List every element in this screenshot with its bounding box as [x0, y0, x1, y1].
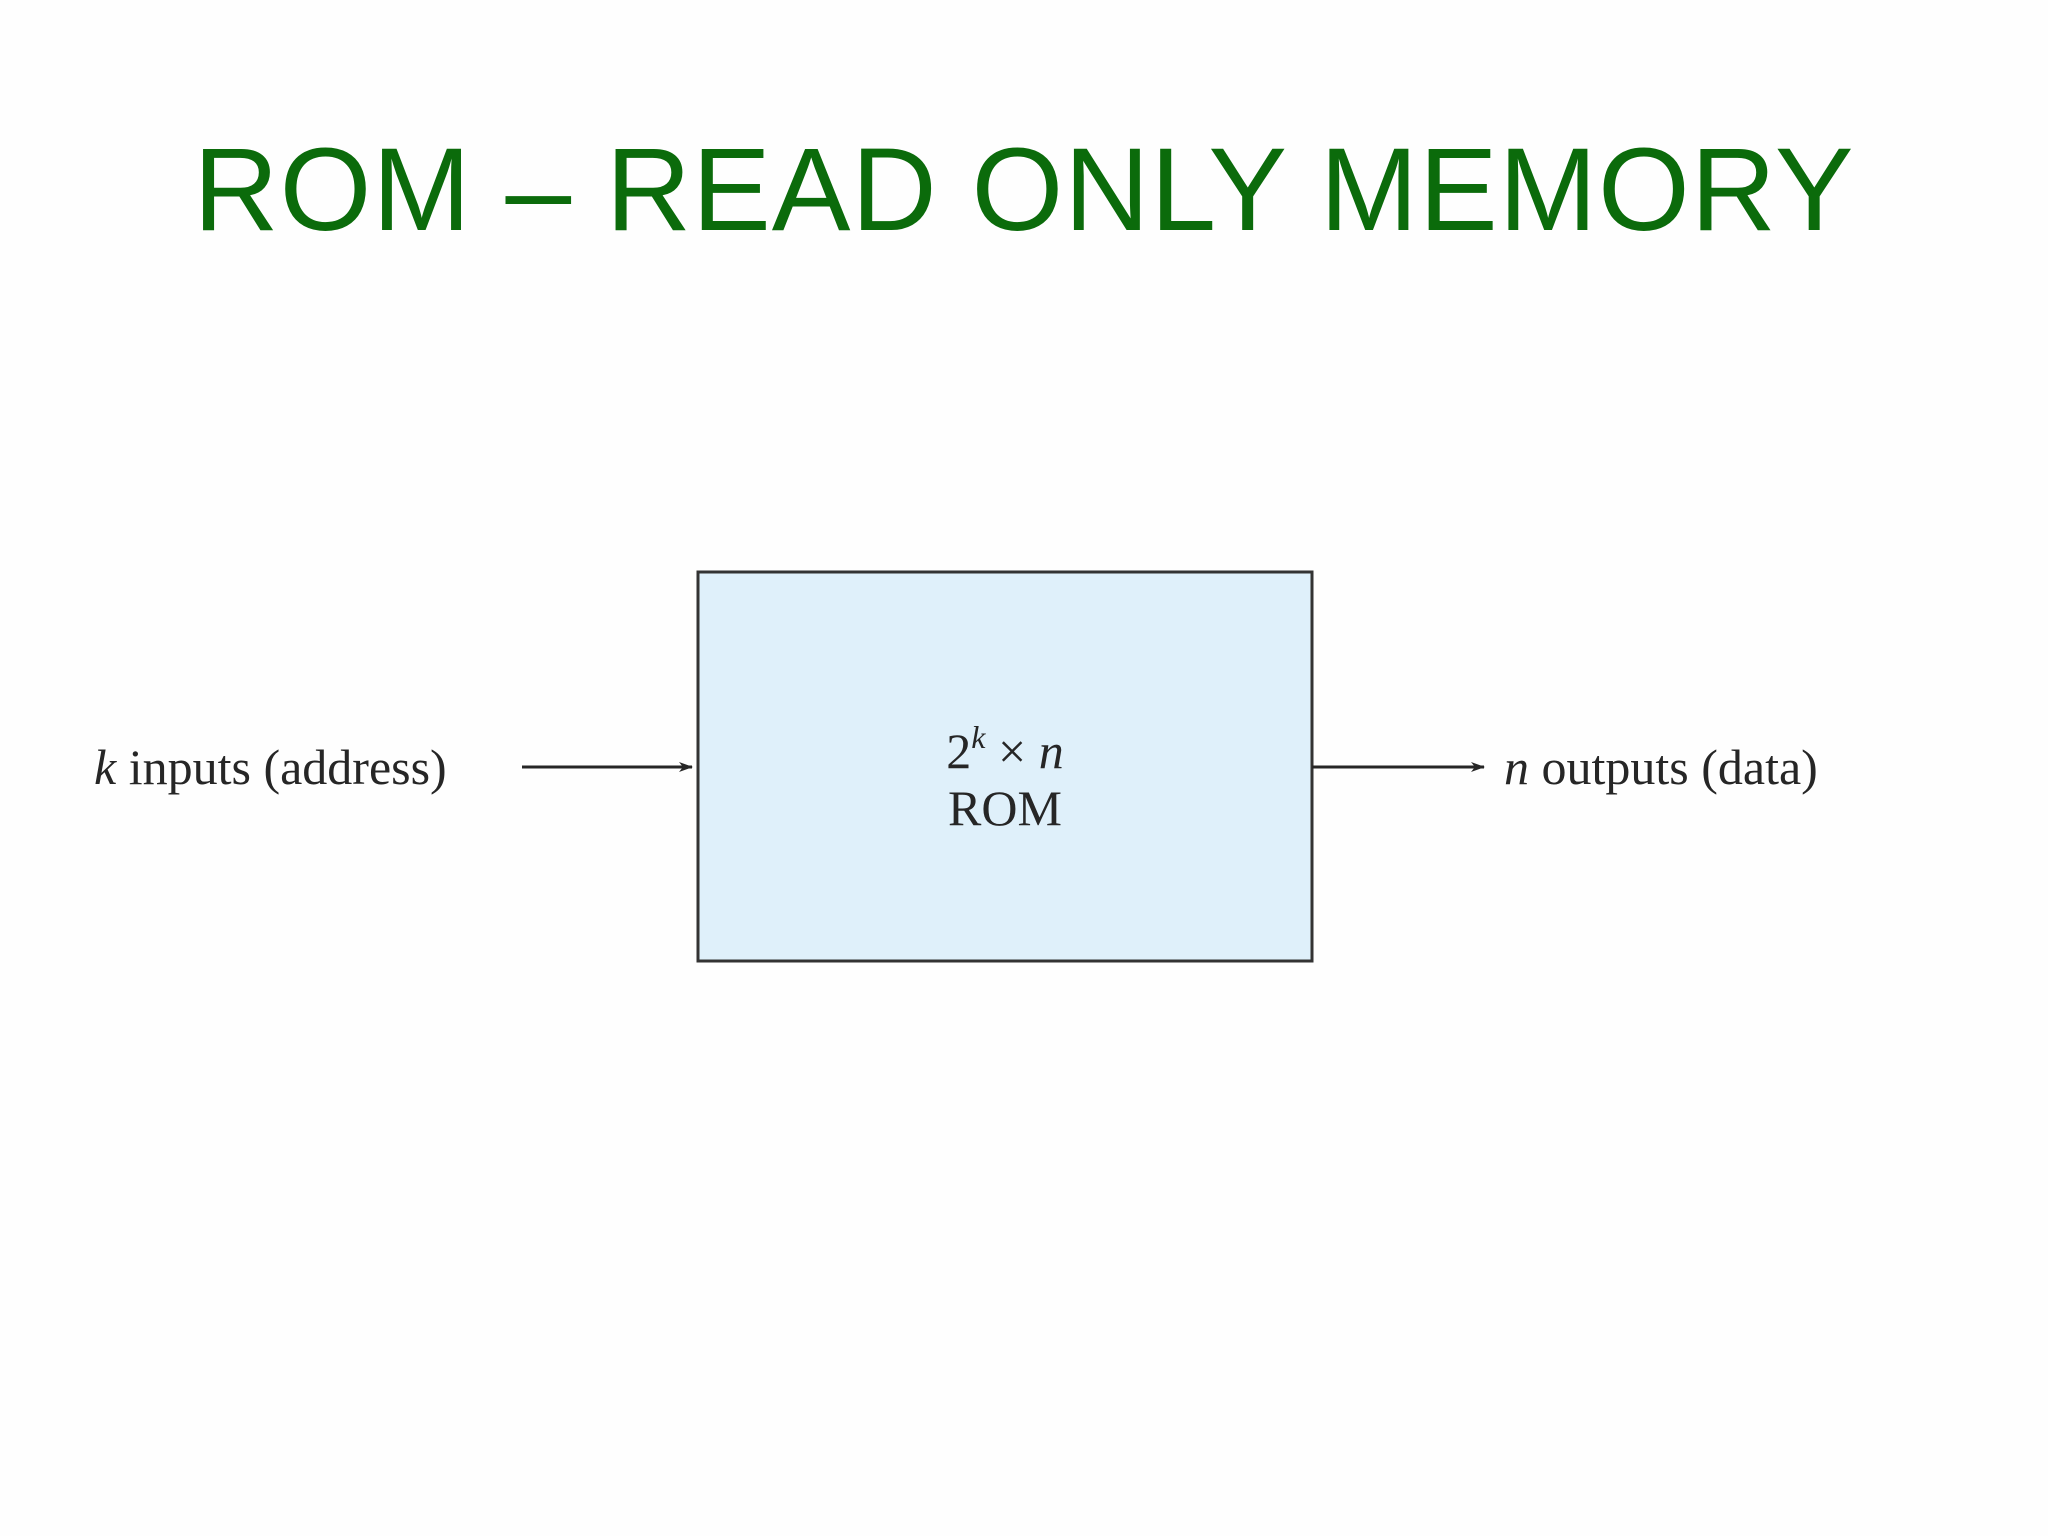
- input-label-text: inputs (address): [116, 739, 447, 795]
- rom-name-label: ROM: [948, 780, 1062, 836]
- rom-box: [696, 570, 1314, 963]
- rom-size-label: 2k × n: [946, 719, 1063, 779]
- size-exponent: k: [971, 719, 986, 755]
- size-base: 2: [946, 723, 971, 779]
- size-n: n: [1039, 723, 1064, 779]
- output-label: n outputs (data): [1504, 739, 1818, 795]
- size-times: ×: [986, 723, 1039, 779]
- output-variable: n: [1504, 739, 1529, 795]
- slide-title: ROM – READ ONLY MEMORY: [193, 124, 1855, 256]
- input-variable: k: [94, 739, 117, 795]
- input-label: k inputs (address): [94, 739, 447, 795]
- output-label-text: outputs (data): [1529, 739, 1818, 795]
